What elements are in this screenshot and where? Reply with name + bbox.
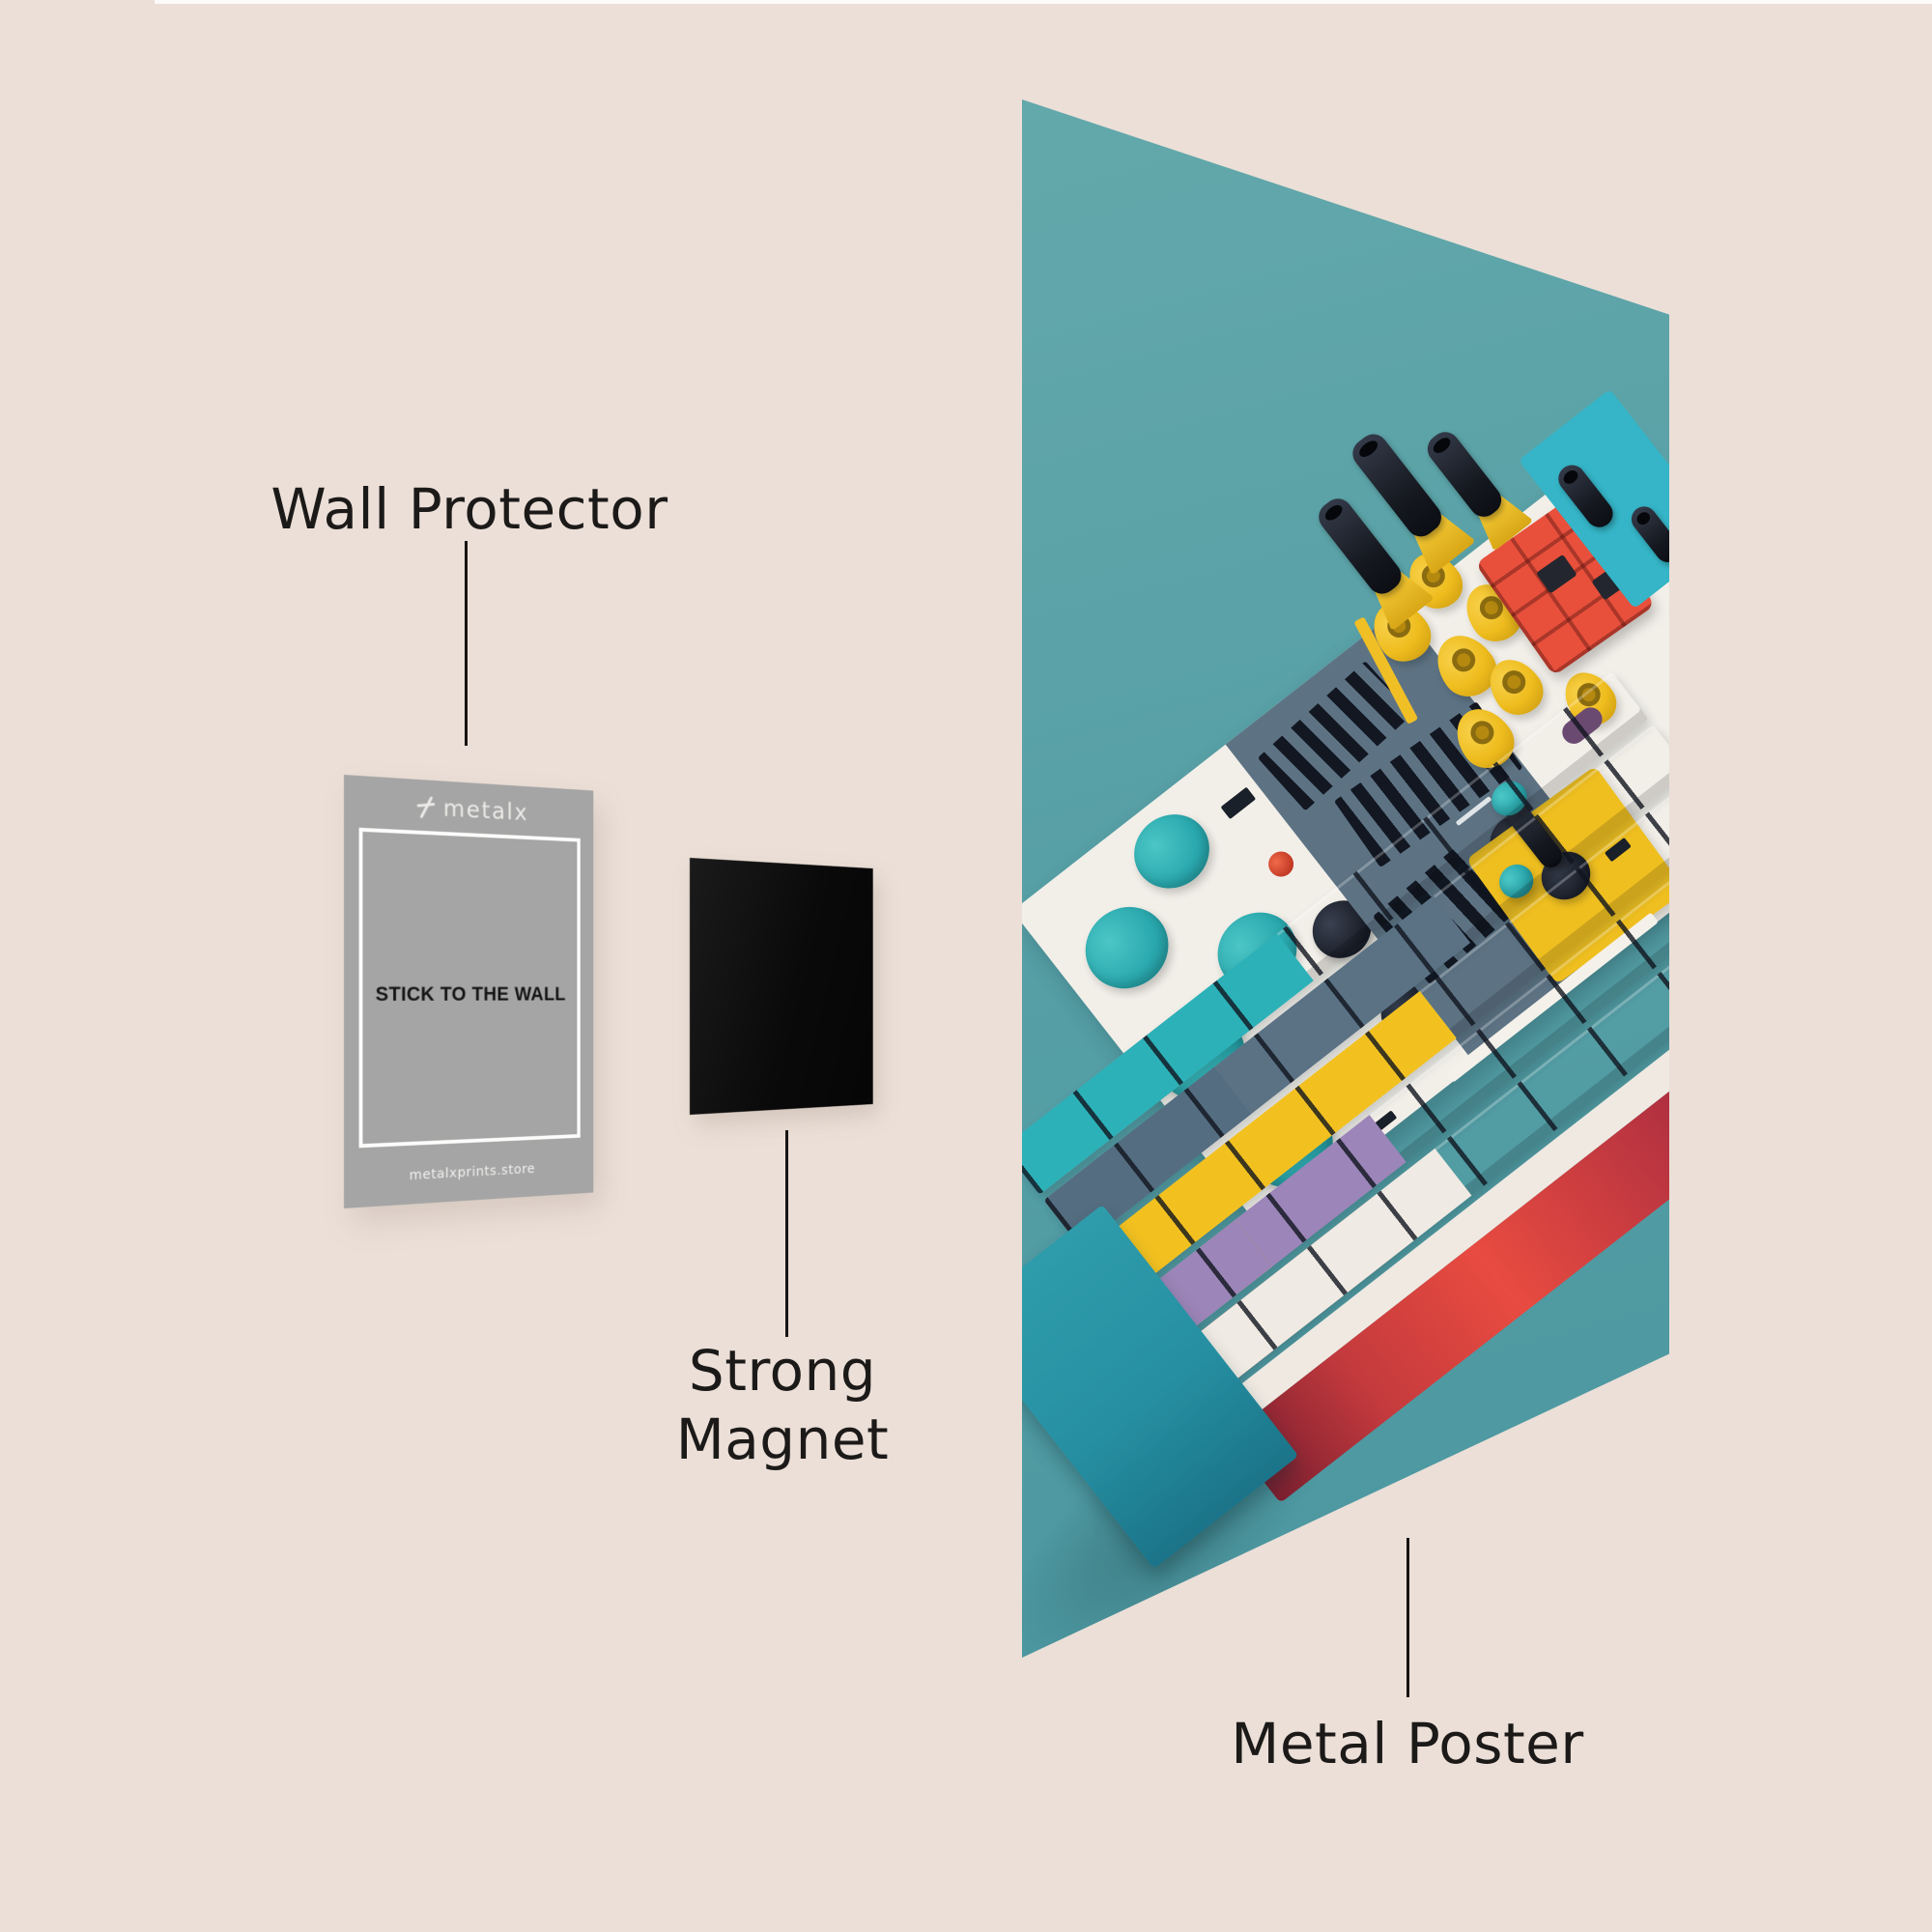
wall-protector-card: metalx STICK TO THE WALL metalxprints.st… [344, 775, 594, 1208]
brand-logo: metalx [344, 788, 593, 829]
panel-icon [1220, 786, 1257, 820]
metal-poster [1022, 99, 1669, 1658]
strong-magnet-label-line1: Strong [688, 1338, 877, 1404]
card-website: metalxprints.store [409, 1161, 535, 1184]
strong-magnet-connector-line [785, 1130, 788, 1337]
strong-magnet-label-line2: Magnet [675, 1406, 890, 1472]
wall-protector-label: Wall Protector [270, 476, 668, 542]
teal-knob-icon [1119, 799, 1225, 904]
strong-magnet-label: Strong Magnet [676, 1337, 890, 1474]
strong-magnet-square [690, 858, 873, 1115]
metal-poster-label: Metal Poster [1231, 1711, 1584, 1776]
top-edge-highlight [155, 0, 1932, 4]
metalx-logo-icon [416, 795, 436, 819]
wall-protector-connector-line [465, 541, 468, 746]
metal-poster-connector-line [1406, 1538, 1409, 1697]
card-message: STICK TO THE WALL [375, 983, 566, 1006]
brand-logo-text: metalx [442, 794, 529, 826]
red-button-icon [1263, 846, 1299, 882]
teal-knob-icon [1068, 890, 1185, 1006]
